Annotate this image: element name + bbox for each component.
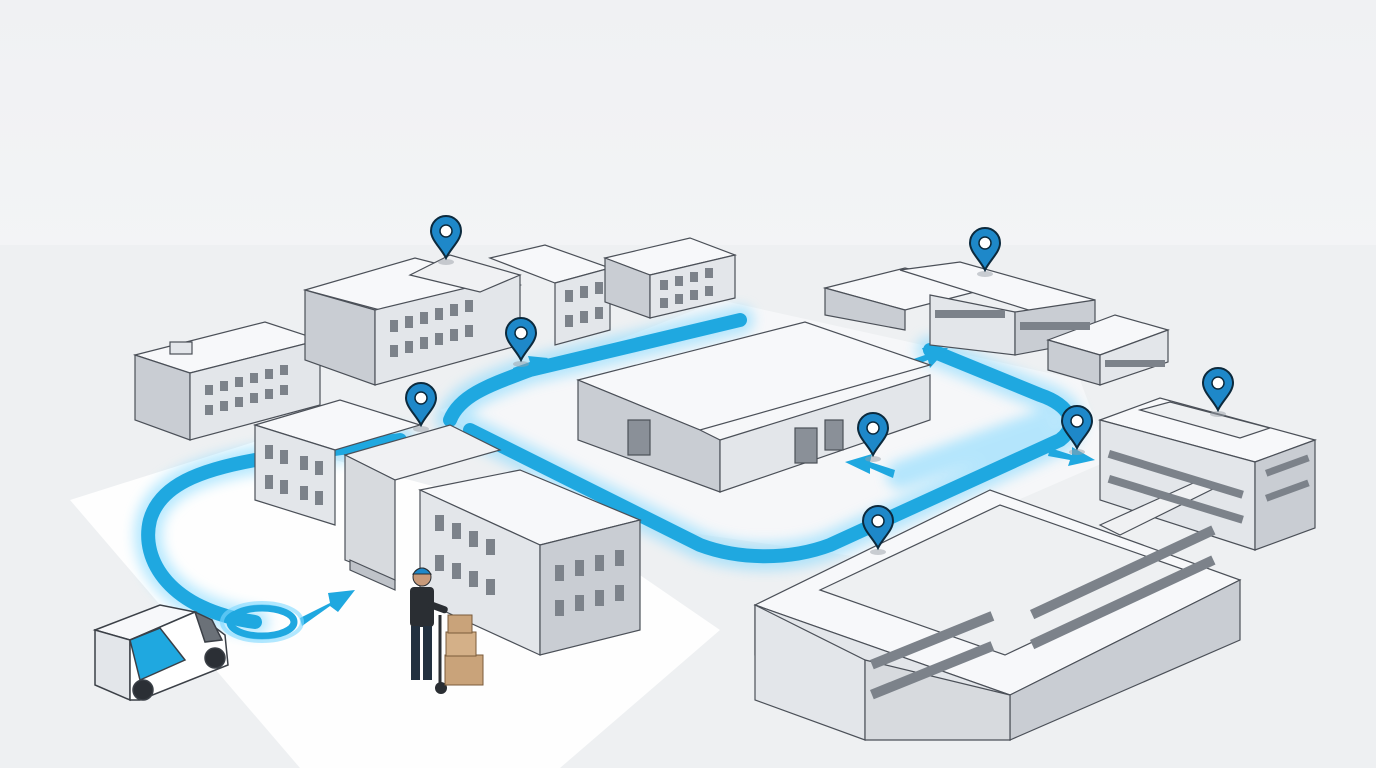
- route-arrows: [300, 348, 1095, 626]
- courier-with-hand-truck: [410, 567, 484, 694]
- courier-torso: [410, 587, 434, 627]
- hand-truck-wheel: [435, 682, 447, 694]
- van-windshield: [193, 610, 224, 643]
- building-warehouse: [576, 321, 933, 493]
- route-segment-start: [141, 433, 407, 629]
- arrow-plaza: [513, 356, 548, 374]
- pin-shadow: [413, 426, 429, 432]
- pin-shadow: [1210, 411, 1226, 417]
- courier-arm: [426, 600, 448, 614]
- pin-dot: [1070, 414, 1084, 428]
- delivery-route: [141, 313, 1078, 629]
- location-pin-icon: [404, 382, 438, 432]
- pin-shadow: [865, 456, 881, 462]
- pin-dot: [414, 391, 428, 405]
- pin-shadow: [438, 259, 454, 265]
- location-pin-icon: [861, 505, 895, 555]
- delivery-van: [92, 604, 229, 702]
- arrow-start: [300, 590, 355, 626]
- location-pin-icon: [504, 317, 538, 367]
- building-back-right: [602, 237, 738, 319]
- arrow-west: [845, 454, 895, 478]
- parcel-bottom: [444, 654, 484, 686]
- pin-shadow: [977, 271, 993, 277]
- parcel-top: [447, 614, 473, 634]
- pin-dot: [871, 514, 885, 528]
- location-pin-icon: [1201, 367, 1235, 417]
- pin-dot: [978, 236, 992, 250]
- courier-leg-left: [411, 626, 420, 680]
- location-pin-icon: [429, 215, 463, 265]
- window-grids: [205, 268, 1310, 700]
- van-wheel-rear: [132, 679, 154, 701]
- location-pin-icon: [968, 227, 1002, 277]
- van-stripe: [129, 627, 187, 682]
- start-marker-ring: [226, 604, 298, 640]
- courier-cap: [411, 567, 433, 575]
- route-segment-north: [443, 313, 747, 427]
- pin-dot: [1211, 376, 1225, 390]
- pin-shadow: [870, 549, 886, 555]
- van-wheel-front: [204, 647, 226, 669]
- pin-shadow: [513, 361, 529, 367]
- pin-dot: [439, 224, 453, 238]
- location-pins: [404, 215, 1235, 555]
- location-pin-icon: [1060, 405, 1094, 455]
- location-pin-icon: [856, 412, 890, 462]
- pin-shadow: [1069, 449, 1085, 455]
- pin-dot: [514, 326, 528, 340]
- parcel-middle: [445, 631, 477, 657]
- pin-dot: [866, 421, 880, 435]
- route-segment-main: [463, 343, 1078, 564]
- arrow-east: [1048, 447, 1095, 466]
- building-front-large: [753, 489, 1242, 741]
- building-right-office: [1098, 397, 1317, 551]
- start-marker-glow: [220, 601, 304, 643]
- courier-leg-right: [423, 626, 432, 680]
